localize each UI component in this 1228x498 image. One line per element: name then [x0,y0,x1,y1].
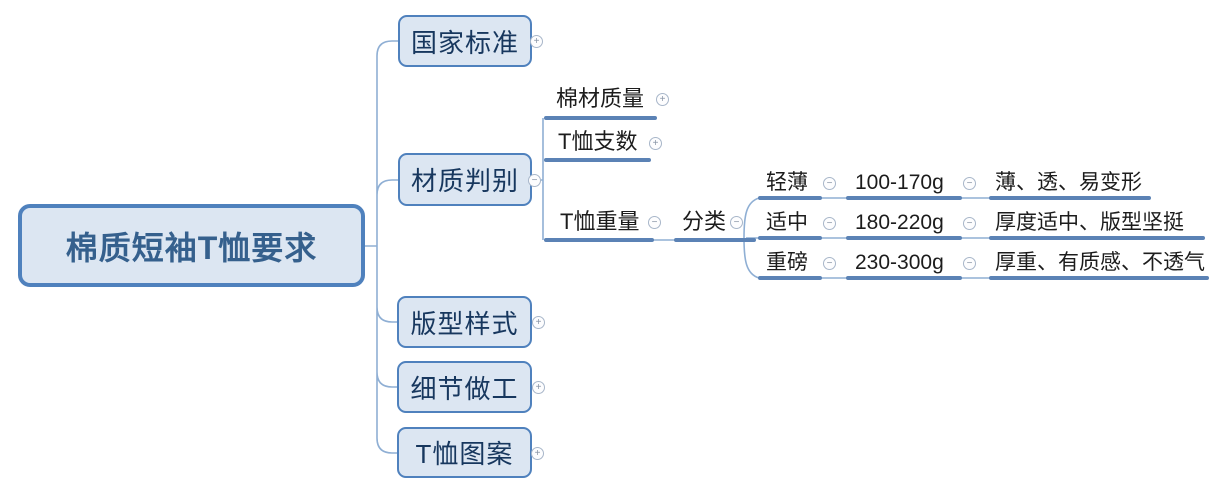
root-node[interactable]: 棉质短袖T恤要求 [18,204,365,287]
row-heavy-name[interactable]: 重磅 [766,251,808,274]
branch-node-national-standard[interactable]: 国家标准 [398,15,532,67]
row-medium-name[interactable]: 适中 [766,211,808,234]
row-light-weight-range[interactable]: 100-170g [855,171,944,194]
expand-icon[interactable]: + [531,447,544,460]
collapse-icon[interactable]: − [963,177,976,190]
branch-node-pattern-style[interactable]: 版型样式 [397,296,532,348]
row-medium-description[interactable]: 厚度适中、版型坚挺 [995,211,1184,234]
collapse-icon[interactable]: − [528,174,541,187]
expand-icon[interactable]: + [532,316,545,329]
collapse-icon[interactable]: − [823,177,836,190]
child-node-thread-count[interactable]: T恤支数 [558,129,638,154]
expand-icon[interactable]: + [656,93,669,106]
row-heavy-weight-range[interactable]: 230-300g [855,251,944,274]
branch-node-detail-workmanship[interactable]: 细节做工 [397,361,532,413]
row-light-description[interactable]: 薄、透、易变形 [995,171,1142,194]
child-node-cotton-quality[interactable]: 棉材质量 [556,86,645,111]
child-node-tshirt-weight[interactable]: T恤重量 [560,209,640,234]
row-heavy-description[interactable]: 厚重、有质感、不透气 [995,251,1205,274]
collapse-icon[interactable]: − [730,216,743,229]
collapse-icon[interactable]: − [648,216,661,229]
row-light-name[interactable]: 轻薄 [766,171,808,194]
branch-node-material-judgement[interactable]: 材质判别 [398,153,532,206]
expand-icon[interactable]: + [532,381,545,394]
expand-icon[interactable]: + [649,137,662,150]
row-medium-weight-range[interactable]: 180-220g [855,211,944,234]
collapse-icon[interactable]: − [823,217,836,230]
collapse-icon[interactable]: − [823,257,836,270]
collapse-icon[interactable]: − [963,217,976,230]
node-classification[interactable]: 分类 [682,209,727,234]
branch-node-tshirt-graphic[interactable]: T恤图案 [397,427,532,478]
collapse-icon[interactable]: − [963,257,976,270]
expand-icon[interactable]: + [530,35,543,48]
